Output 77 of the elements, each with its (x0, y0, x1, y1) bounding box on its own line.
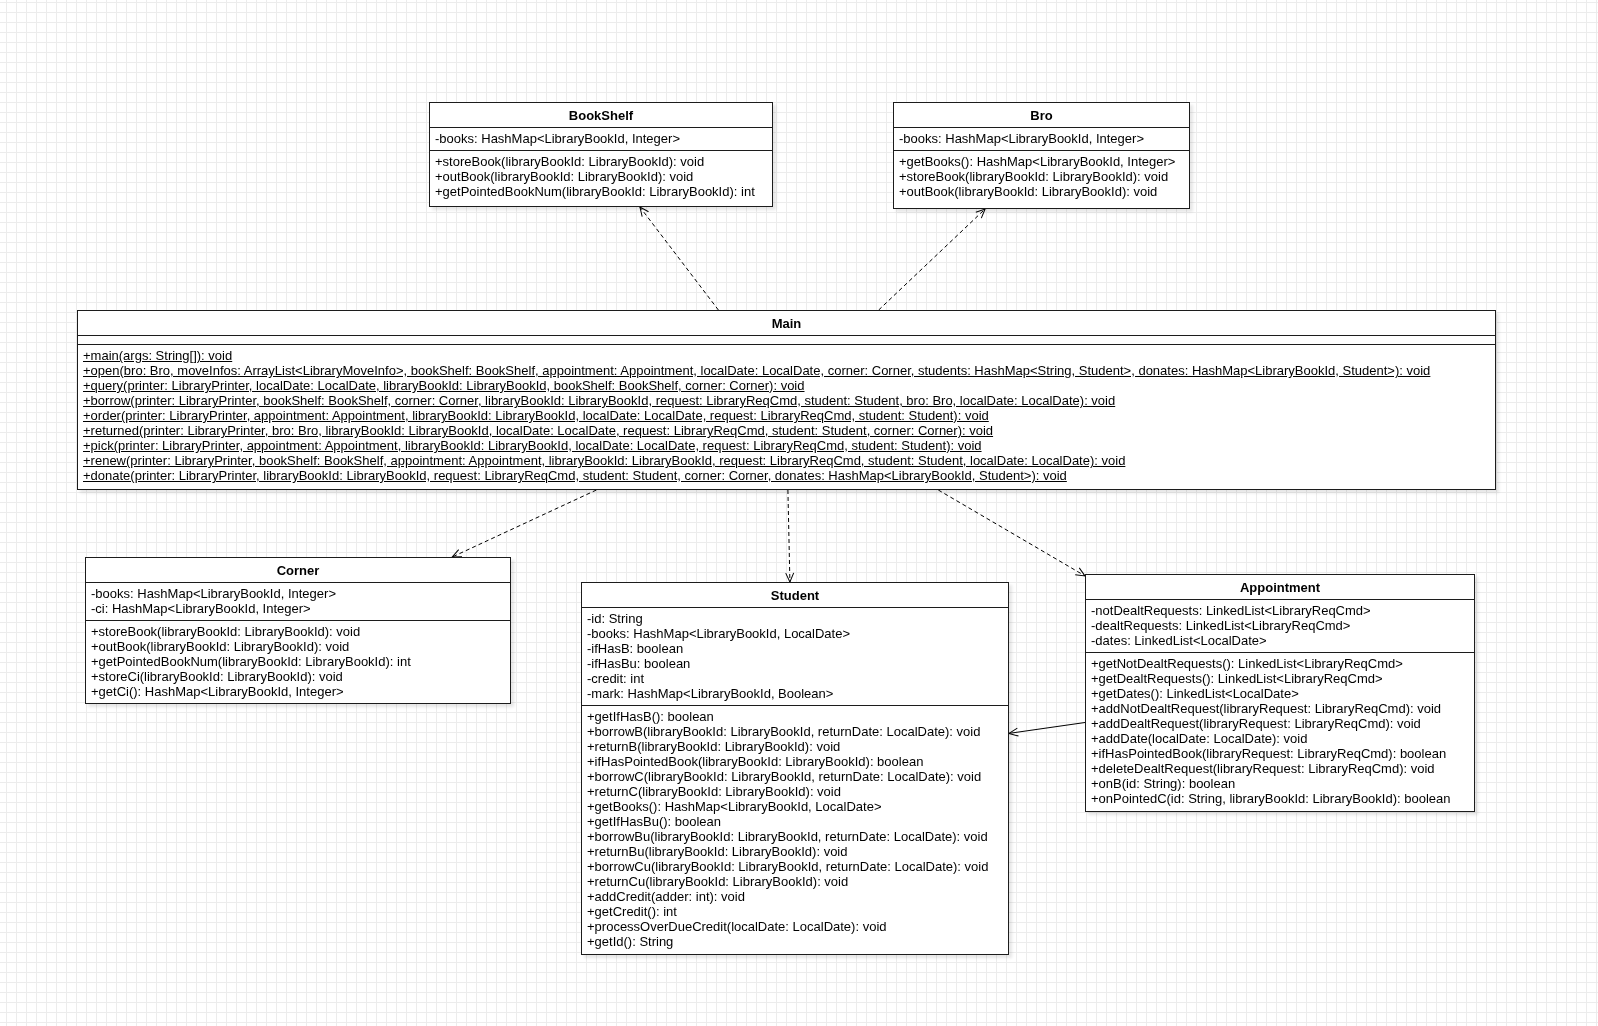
class-name: Bro (1030, 107, 1053, 123)
class-name: Student (770, 587, 820, 603)
method-signature: +storeCi(libraryBookId: LibraryBookId): void (91, 669, 343, 684)
dependency-arrow (451, 489, 597, 558)
dependency-arrow (639, 206, 719, 311)
method-signature: +order(printer: LibraryPrinter, appointment: Appointment, libraryBookId: LibraryBookId, localDate: LocalDate, request: LibraryReqCmd, student: Student): void (83, 408, 989, 423)
method-signature: +query(printer: LibraryPrinter, localDate: LocalDate, libraryBookId: LibraryBookId, bookShelf: BookShelf, corner: Corner): void (83, 378, 805, 393)
method-signature: +getCredit(): int (587, 904, 677, 919)
class-box (85, 557, 511, 704)
attribute: -credit: int (587, 671, 645, 686)
method-signature: +main(args: String[]): void (83, 348, 233, 363)
attribute: -dealtRequests: LinkedList<LibraryReqCmd> (1091, 618, 1351, 633)
method-signature: +addDate(localDate: LocalDate): void (1091, 731, 1308, 746)
method-signature: +getDates(): LinkedList<LocalDate> (1091, 686, 1299, 701)
method-signature: +ifHasPointedBook(libraryRequest: LibraryReqCmd): boolean (1091, 746, 1447, 761)
method-signature: +getNotDealtRequests(): LinkedList<LibraryReqCmd> (1091, 656, 1403, 671)
method-signature: +getCi(): HashMap<LibraryBookId, Integer> (91, 684, 344, 699)
method-signature: +addNotDealtRequest(libraryRequest: LibraryReqCmd): void (1091, 701, 1442, 716)
method-signature: +getPointedBookNum(libraryBookId: LibraryBookId): int (91, 654, 411, 669)
method-signature: +returnCu(libraryBookId: LibraryBookId): void (587, 874, 849, 889)
class-name: Corner (276, 562, 320, 578)
attribute: -books: HashMap<LibraryBookId, LocalDate> (587, 626, 851, 641)
method-signature: +storeBook(libraryBookId: LibraryBookId): void (91, 624, 361, 639)
attribute: -ifHasB: boolean (587, 641, 684, 656)
method-signature: +returnBu(libraryBookId: LibraryBookId): void (587, 844, 848, 859)
method-signature: +getPointedBookNum(libraryBookId: LibraryBookId): int (435, 184, 755, 199)
method-signature: +returned(printer: LibraryPrinter, bro: Bro, libraryBookId: LibraryBookId, localDate: LocalDate, request: LibraryReqCmd, student: Student, corner: Corner): void (83, 423, 994, 438)
method-signature: +addCredit(adder: int): void (587, 889, 745, 904)
attribute: -id: String (587, 611, 643, 626)
class-box (581, 582, 1009, 955)
attribute: -mark: HashMap<LibraryBookId, Boolean> (587, 686, 834, 701)
class-name: Appointment (1239, 579, 1321, 595)
attribute: -books: HashMap<LibraryBookId, Integer> (91, 586, 336, 601)
method-signature: +borrowC(libraryBookId: LibraryBookId, returnDate: LocalDate): void (587, 769, 982, 784)
method-signature: +deleteDealtRequest(libraryRequest: LibraryReqCmd): void (1091, 761, 1435, 776)
method-signature: +getIfHasB(): boolean (587, 709, 714, 724)
class-box (1085, 574, 1475, 812)
class-name: BookShelf (568, 107, 634, 123)
association-arrow (1008, 722, 1086, 737)
dependency-arrow (937, 489, 1086, 577)
method-signature: +storeBook(libraryBookId: LibraryBookId): void (899, 169, 1169, 184)
attribute: -ifHasBu: boolean (587, 656, 691, 671)
attribute: -dates: LinkedList<LocalDate> (1091, 633, 1267, 648)
method-signature: +outBook(libraryBookId: LibraryBookId): void (899, 184, 1158, 199)
method-signature: +getId(): String (587, 934, 674, 949)
class-name: Main (771, 315, 802, 331)
method-signature: +storeBook(libraryBookId: LibraryBookId): void (435, 154, 705, 169)
method-signature: +open(bro: Bro, moveInfos: ArrayList<LibraryMoveInfo>, bookShelf: BookShelf, appointment: Appointment, localDate: LocalDate, corner: Corner, students: HashMap<String, Student>, donates: HashMap<LibraryBookId, Student>): void (83, 363, 1431, 378)
method-signature: +returnC(libraryBookId: LibraryBookId): void (587, 784, 841, 799)
method-signature: +pick(printer: LibraryPrinter, appointment: Appointment, libraryBookId: LibraryBookId, localDate: LocalDate, request: LibraryReqCmd, student: Student): void (83, 438, 982, 453)
method-signature: +onB(id: String): boolean (1091, 776, 1236, 791)
method-signature: +getBooks(): HashMap<LibraryBookId, Integer> (899, 154, 1176, 169)
method-signature: +getBooks(): HashMap<LibraryBookId, LocalDate> (587, 799, 882, 814)
attribute: -books: HashMap<LibraryBookId, Integer> (899, 131, 1144, 146)
method-signature: +outBook(libraryBookId: LibraryBookId): void (91, 639, 350, 654)
method-signature: +renew(printer: LibraryPrinter, bookShelf: BookShelf, appointment: Appointment, libraryBookId: LibraryBookId, request: LibraryReqCmd, student: Student, localDate: LocalDate): void (83, 453, 1126, 468)
method-signature: +borrowBu(libraryBookId: LibraryBookId, returnDate: LocalDate): void (587, 829, 988, 844)
dependency-arrow (785, 489, 795, 583)
method-signature: +onPointedC(id: String, libraryBookId: LibraryBookId): boolean (1091, 791, 1451, 806)
class-box (77, 310, 1496, 490)
class-box (429, 102, 773, 207)
method-signature: +outBook(libraryBookId: LibraryBookId): void (435, 169, 694, 184)
attribute: -books: HashMap<LibraryBookId, Integer> (435, 131, 680, 146)
dependency-arrow (878, 208, 986, 311)
method-signature: +borrow(printer: LibraryPrinter, bookShelf: BookShelf, corner: Corner, libraryBookId: LibraryBookId, request: LibraryReqCmd, student: Student, bro: Bro, localDate: LocalDate): void (83, 393, 1116, 408)
method-signature: +returnB(libraryBookId: LibraryBookId): void (587, 739, 841, 754)
method-signature: +borrowB(libraryBookId: LibraryBookId, returnDate: LocalDate): void (587, 724, 981, 739)
method-signature: +ifHasPointedBook(libraryBookId: LibraryBookId): boolean (587, 754, 924, 769)
method-signature: +getDealtRequests(): LinkedList<LibraryReqCmd> (1091, 671, 1383, 686)
attribute: -notDealtRequests: LinkedList<LibraryReqCmd> (1091, 603, 1371, 618)
attribute: -ci: HashMap<LibraryBookId, Integer> (91, 601, 311, 616)
method-signature: +addDealtRequest(libraryRequest: LibraryReqCmd): void (1091, 716, 1421, 731)
method-signature: +donate(printer: LibraryPrinter, libraryBookId: LibraryBookId, request: LibraryReqCmd, student: Student, corner: Corner, donates: HashMap<LibraryBookId, Student>): void (83, 468, 1067, 483)
method-signature: +getIfHasBu(): boolean (587, 814, 722, 829)
method-signature: +processOverDueCredit(localDate: LocalDate): void (587, 919, 887, 934)
method-signature: +borrowCu(libraryBookId: LibraryBookId, returnDate: LocalDate): void (587, 859, 989, 874)
class-box (893, 102, 1190, 209)
